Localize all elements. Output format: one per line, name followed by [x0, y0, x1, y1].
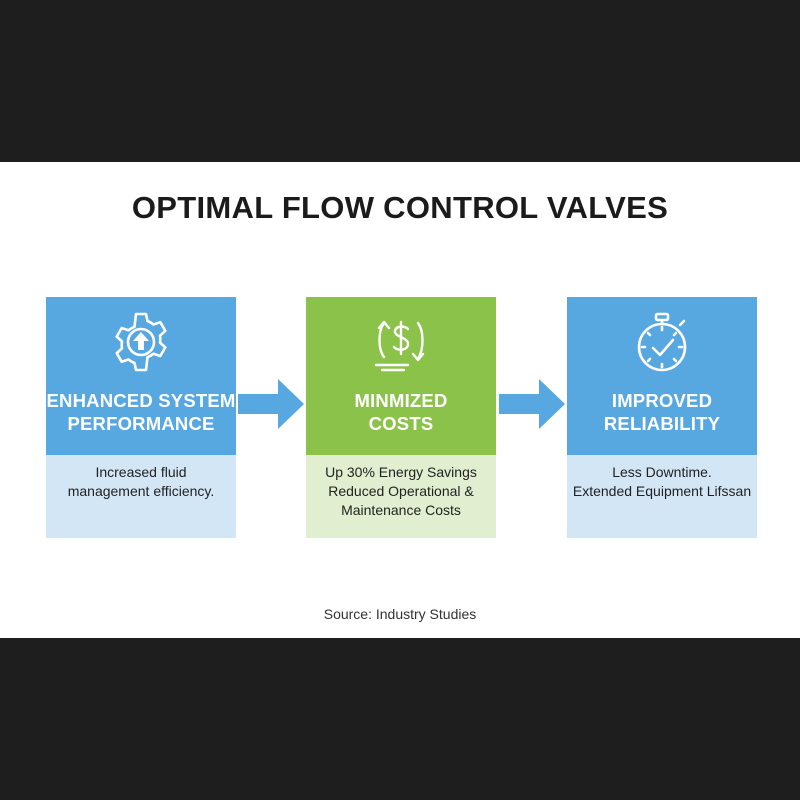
card-heading: IMPROVED RELIABILITY — [603, 390, 721, 434]
page-title: OPTIMAL FLOW CONTROL VALVES — [131, 190, 669, 225]
dollar-cycle-icon — [374, 320, 425, 372]
card-description: Less Downtime. Extended Equipment Lifssa… — [572, 464, 752, 499]
right-arrow-icon — [238, 379, 304, 429]
card-performance: ENHANCED SYSTEM PERFORMANCE Increased fl… — [46, 297, 236, 538]
right-arrow-icon — [499, 379, 565, 429]
card-header: ENHANCED SYSTEM PERFORMANCE — [46, 297, 236, 455]
stopwatch-check-icon — [637, 312, 687, 372]
card-reliability: IMPROVED RELIABILITY Less Downtime. Exte… — [567, 297, 757, 538]
card-description: Up 30% Energy Savings Reduced Operationa… — [325, 464, 477, 518]
card-description: Increased fluid management efficiency. — [67, 464, 215, 499]
infographic-slide: OPTIMAL FLOW CONTROL VALVES ENHANCED SYS… — [0, 162, 800, 638]
gear-up-arrow-icon — [115, 312, 167, 372]
letterbox-bottom — [0, 638, 800, 800]
source-note: Source: Industry Studies — [323, 606, 477, 622]
card-body: Up 30% Energy Savings Reduced Operationa… — [306, 455, 496, 538]
card-heading: MINMIZED COSTS — [354, 390, 448, 434]
card-header: IMPROVED RELIABILITY — [567, 297, 757, 455]
card-body: Less Downtime. Extended Equipment Lifssa… — [567, 455, 757, 538]
card-header: MINMIZED COSTS — [306, 297, 496, 455]
card-heading: ENHANCED SYSTEM PERFORMANCE — [46, 390, 236, 434]
card-body: Increased fluid management efficiency. — [46, 455, 236, 538]
letterbox-top — [0, 0, 800, 162]
card-costs: MINMIZED COSTS Up 30% Energy Savings Red… — [306, 297, 496, 538]
